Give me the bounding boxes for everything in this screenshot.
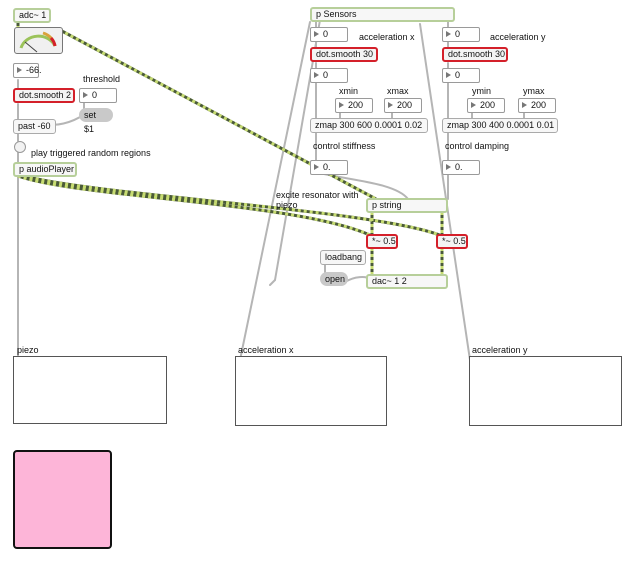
- acceleration-y-scope-label: acceleration y: [472, 345, 528, 355]
- ymax-label: ymax: [523, 86, 545, 96]
- string-object[interactable]: p string: [366, 198, 448, 213]
- xmin-label: xmin: [339, 86, 359, 96]
- play-regions-label: play triggered random regions: [31, 148, 151, 158]
- sensors-object[interactable]: p Sensors: [310, 7, 455, 22]
- smoothed-x-number[interactable]: 0: [310, 68, 348, 83]
- ymax-number[interactable]: 200: [518, 98, 556, 113]
- audio-player-object[interactable]: p audioPlayer: [13, 162, 77, 177]
- xmax-label: xmax: [387, 86, 409, 96]
- threshold-number[interactable]: 0: [79, 88, 117, 103]
- xmin-number[interactable]: 200: [335, 98, 373, 113]
- dac-object[interactable]: dac~ 1 2: [366, 274, 448, 289]
- acceleration-x-label: acceleration x: [359, 32, 415, 42]
- threshold-label: threshold: [83, 74, 121, 84]
- level-meter[interactable]: [14, 27, 63, 54]
- loadbang-object[interactable]: loadbang: [320, 250, 366, 265]
- sensor-x-number[interactable]: 0: [310, 27, 348, 42]
- damping-number[interactable]: 0.: [442, 160, 480, 175]
- zmap-x-object[interactable]: zmap 300 600 0.0001 0.02: [310, 118, 428, 133]
- pink-color-panel[interactable]: [13, 450, 112, 549]
- piezo-scope[interactable]: [13, 356, 167, 424]
- smooth-y-object[interactable]: dot.smooth 30: [442, 47, 508, 62]
- open-message[interactable]: open: [320, 272, 348, 286]
- ymin-label: ymin: [472, 86, 492, 96]
- acceleration-y-scope[interactable]: [469, 356, 622, 426]
- control-stiffness-label: control stiffness: [313, 141, 376, 151]
- level-number[interactable]: -66.: [13, 63, 42, 78]
- smooth-x-object[interactable]: dot.smooth 30: [310, 47, 378, 62]
- trigger-toggle[interactable]: [14, 141, 26, 153]
- acceleration-x-scope-label: acceleration x: [238, 345, 294, 355]
- stiffness-number[interactable]: 0.: [310, 160, 348, 175]
- ymin-number[interactable]: 200: [467, 98, 505, 113]
- smooth-level-object[interactable]: dot.smooth 2: [13, 88, 75, 103]
- multiply-left-object[interactable]: *~ 0.5: [366, 234, 398, 249]
- smoothed-y-number[interactable]: 0: [442, 68, 480, 83]
- zmap-y-object[interactable]: zmap 300 400 0.0001 0.01: [442, 118, 558, 133]
- meter-dial-icon: [19, 31, 57, 53]
- set-message[interactable]: set $1: [79, 108, 113, 134]
- sensor-y-number[interactable]: 0: [442, 27, 480, 42]
- past-object[interactable]: past -60: [13, 119, 56, 134]
- piezo-scope-label: piezo: [17, 345, 39, 355]
- multiply-right-object[interactable]: *~ 0.5: [436, 234, 468, 249]
- adc-object[interactable]: adc~ 1: [13, 8, 51, 23]
- control-damping-label: control damping: [445, 141, 510, 151]
- xmax-number[interactable]: 200: [384, 98, 422, 113]
- acceleration-y-label: acceleration y: [490, 32, 546, 42]
- acceleration-x-scope[interactable]: [235, 356, 387, 426]
